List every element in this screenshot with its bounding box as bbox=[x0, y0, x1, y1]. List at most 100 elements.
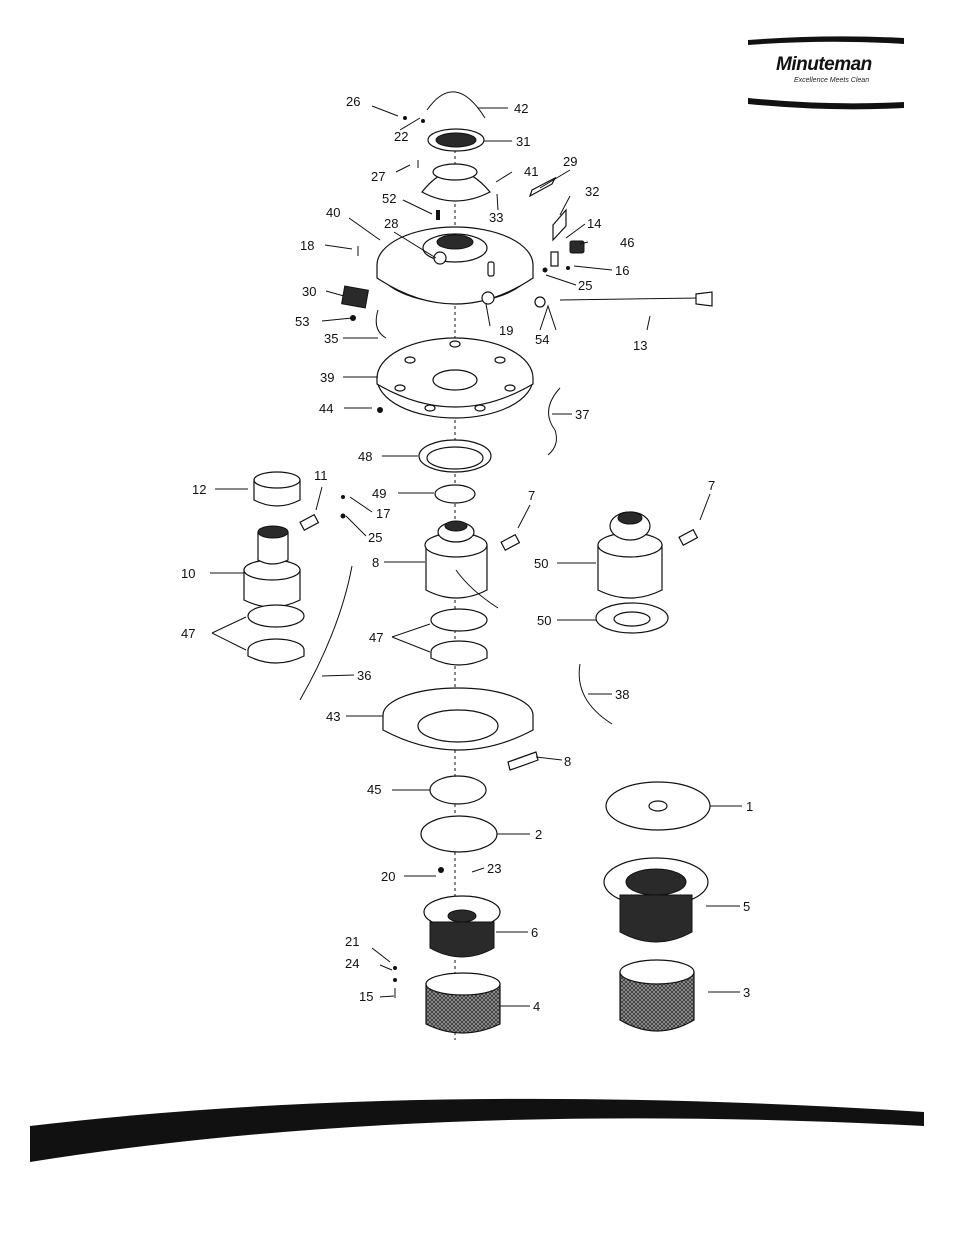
part-7-connector-right bbox=[678, 528, 699, 546]
callout-11: 11 bbox=[314, 468, 328, 483]
callout-3: 3 bbox=[743, 985, 750, 1000]
callout-14: 14 bbox=[587, 216, 601, 231]
callout-7-center: 7 bbox=[528, 488, 535, 503]
callout-43: 43 bbox=[326, 709, 340, 724]
callout-54: 54 bbox=[535, 332, 549, 347]
callout-49: 49 bbox=[372, 486, 386, 501]
callout-23: 23 bbox=[487, 861, 501, 876]
callout-30: 30 bbox=[302, 284, 316, 299]
callout-41: 41 bbox=[524, 164, 538, 179]
part-32-label bbox=[552, 208, 567, 242]
part-39-baffle-plate bbox=[376, 337, 534, 419]
callout-26: 26 bbox=[346, 94, 360, 109]
part-50-gasket-right bbox=[595, 602, 669, 634]
callout-1: 1 bbox=[746, 799, 753, 814]
part-3-mesh-sleeve bbox=[619, 959, 695, 1032]
callout-50-motor: 50 bbox=[534, 556, 548, 571]
callout-39: 39 bbox=[320, 370, 334, 385]
part-38-wire bbox=[578, 663, 613, 725]
callout-8-strip: 8 bbox=[564, 754, 571, 769]
part-5-filter-right bbox=[603, 857, 709, 943]
callout-18: 18 bbox=[300, 238, 314, 253]
callout-17: 17 bbox=[376, 506, 390, 521]
callout-21: 21 bbox=[345, 934, 359, 949]
minuteman-logo: Minuteman Excellence Meets Clean bbox=[748, 32, 906, 112]
callout-47-left: 47 bbox=[181, 626, 195, 641]
part-37-wire bbox=[547, 387, 561, 456]
callout-2: 2 bbox=[535, 827, 542, 842]
part-30-plate bbox=[341, 285, 369, 309]
callout-12: 12 bbox=[192, 482, 206, 497]
callout-35: 35 bbox=[324, 331, 338, 346]
part-12-filter-cap bbox=[253, 471, 301, 507]
callout-46: 46 bbox=[620, 235, 634, 250]
part-45-plate bbox=[429, 775, 487, 805]
logo-swoosh-graphic bbox=[748, 36, 904, 110]
callout-24: 24 bbox=[345, 956, 359, 971]
part-2-plate bbox=[420, 815, 498, 853]
callout-53: 53 bbox=[295, 314, 309, 329]
callout-50-gasket: 50 bbox=[537, 613, 551, 628]
small-fasteners bbox=[340, 116, 570, 998]
callout-42: 42 bbox=[514, 101, 528, 116]
part-1-plate-right bbox=[605, 781, 711, 831]
part-7-connector-center bbox=[500, 533, 521, 551]
part-13-cord bbox=[534, 291, 713, 308]
callout-8-motor: 8 bbox=[372, 555, 379, 570]
callout-45: 45 bbox=[367, 782, 381, 797]
part-40-top-housing bbox=[376, 226, 534, 305]
logo-tagline: Excellence Meets Clean bbox=[794, 77, 870, 84]
part-47-spacers-center bbox=[430, 608, 488, 666]
callout-47-center: 47 bbox=[369, 630, 383, 645]
part-46-switch bbox=[569, 240, 585, 254]
callout-19: 19 bbox=[499, 323, 513, 338]
callout-33: 33 bbox=[489, 210, 503, 225]
callout-25-mid: 25 bbox=[368, 530, 382, 545]
callout-16: 16 bbox=[615, 263, 629, 278]
part-35-strain-relief bbox=[375, 309, 387, 339]
part-14-bracket bbox=[550, 251, 559, 267]
callout-48: 48 bbox=[358, 449, 372, 464]
callout-52: 52 bbox=[382, 191, 396, 206]
part-42-handle bbox=[426, 91, 486, 119]
callout-31: 31 bbox=[516, 134, 530, 149]
logo-brand: Minuteman bbox=[776, 54, 872, 75]
part-48-gasket bbox=[418, 439, 492, 473]
callout-28: 28 bbox=[384, 216, 398, 231]
callout-38: 38 bbox=[615, 687, 629, 702]
callout-6: 6 bbox=[531, 925, 538, 940]
callout-15: 15 bbox=[359, 989, 373, 1004]
callout-22: 22 bbox=[394, 129, 408, 144]
part-10-motor-left bbox=[243, 525, 301, 608]
callout-25-top: 25 bbox=[578, 278, 592, 293]
part-4-mesh-sleeve bbox=[425, 972, 501, 1034]
part-43-motor-housing bbox=[382, 687, 534, 751]
callout-7-right: 7 bbox=[708, 478, 715, 493]
part-11-connector bbox=[299, 513, 320, 531]
part-8-gasket-strip bbox=[507, 751, 539, 771]
callout-20: 20 bbox=[381, 869, 395, 884]
footer-swoosh-band bbox=[30, 1098, 924, 1162]
part-27-dome bbox=[421, 163, 491, 202]
part-31-cap bbox=[427, 128, 485, 152]
callout-numbers: 26 42 22 31 27 41 29 32 33 52 40 28 14 4… bbox=[181, 94, 753, 1014]
part-49-ring bbox=[434, 484, 476, 504]
part-47-spacers-left bbox=[247, 604, 305, 664]
callout-40: 40 bbox=[326, 205, 340, 220]
callout-36: 36 bbox=[357, 668, 371, 683]
callout-32: 32 bbox=[585, 184, 599, 199]
callout-leader-lines bbox=[210, 105, 742, 1007]
callout-10: 10 bbox=[181, 566, 195, 581]
part-6-filter-center bbox=[423, 895, 501, 958]
part-36-hose bbox=[299, 565, 353, 701]
callout-29: 29 bbox=[563, 154, 577, 169]
callout-13: 13 bbox=[633, 338, 647, 353]
part-8-motor-center bbox=[424, 520, 499, 609]
part-50-motor-right bbox=[597, 511, 663, 599]
callout-37: 37 bbox=[575, 407, 589, 422]
callout-5: 5 bbox=[743, 899, 750, 914]
callout-27: 27 bbox=[371, 169, 385, 184]
callout-44: 44 bbox=[319, 401, 333, 416]
